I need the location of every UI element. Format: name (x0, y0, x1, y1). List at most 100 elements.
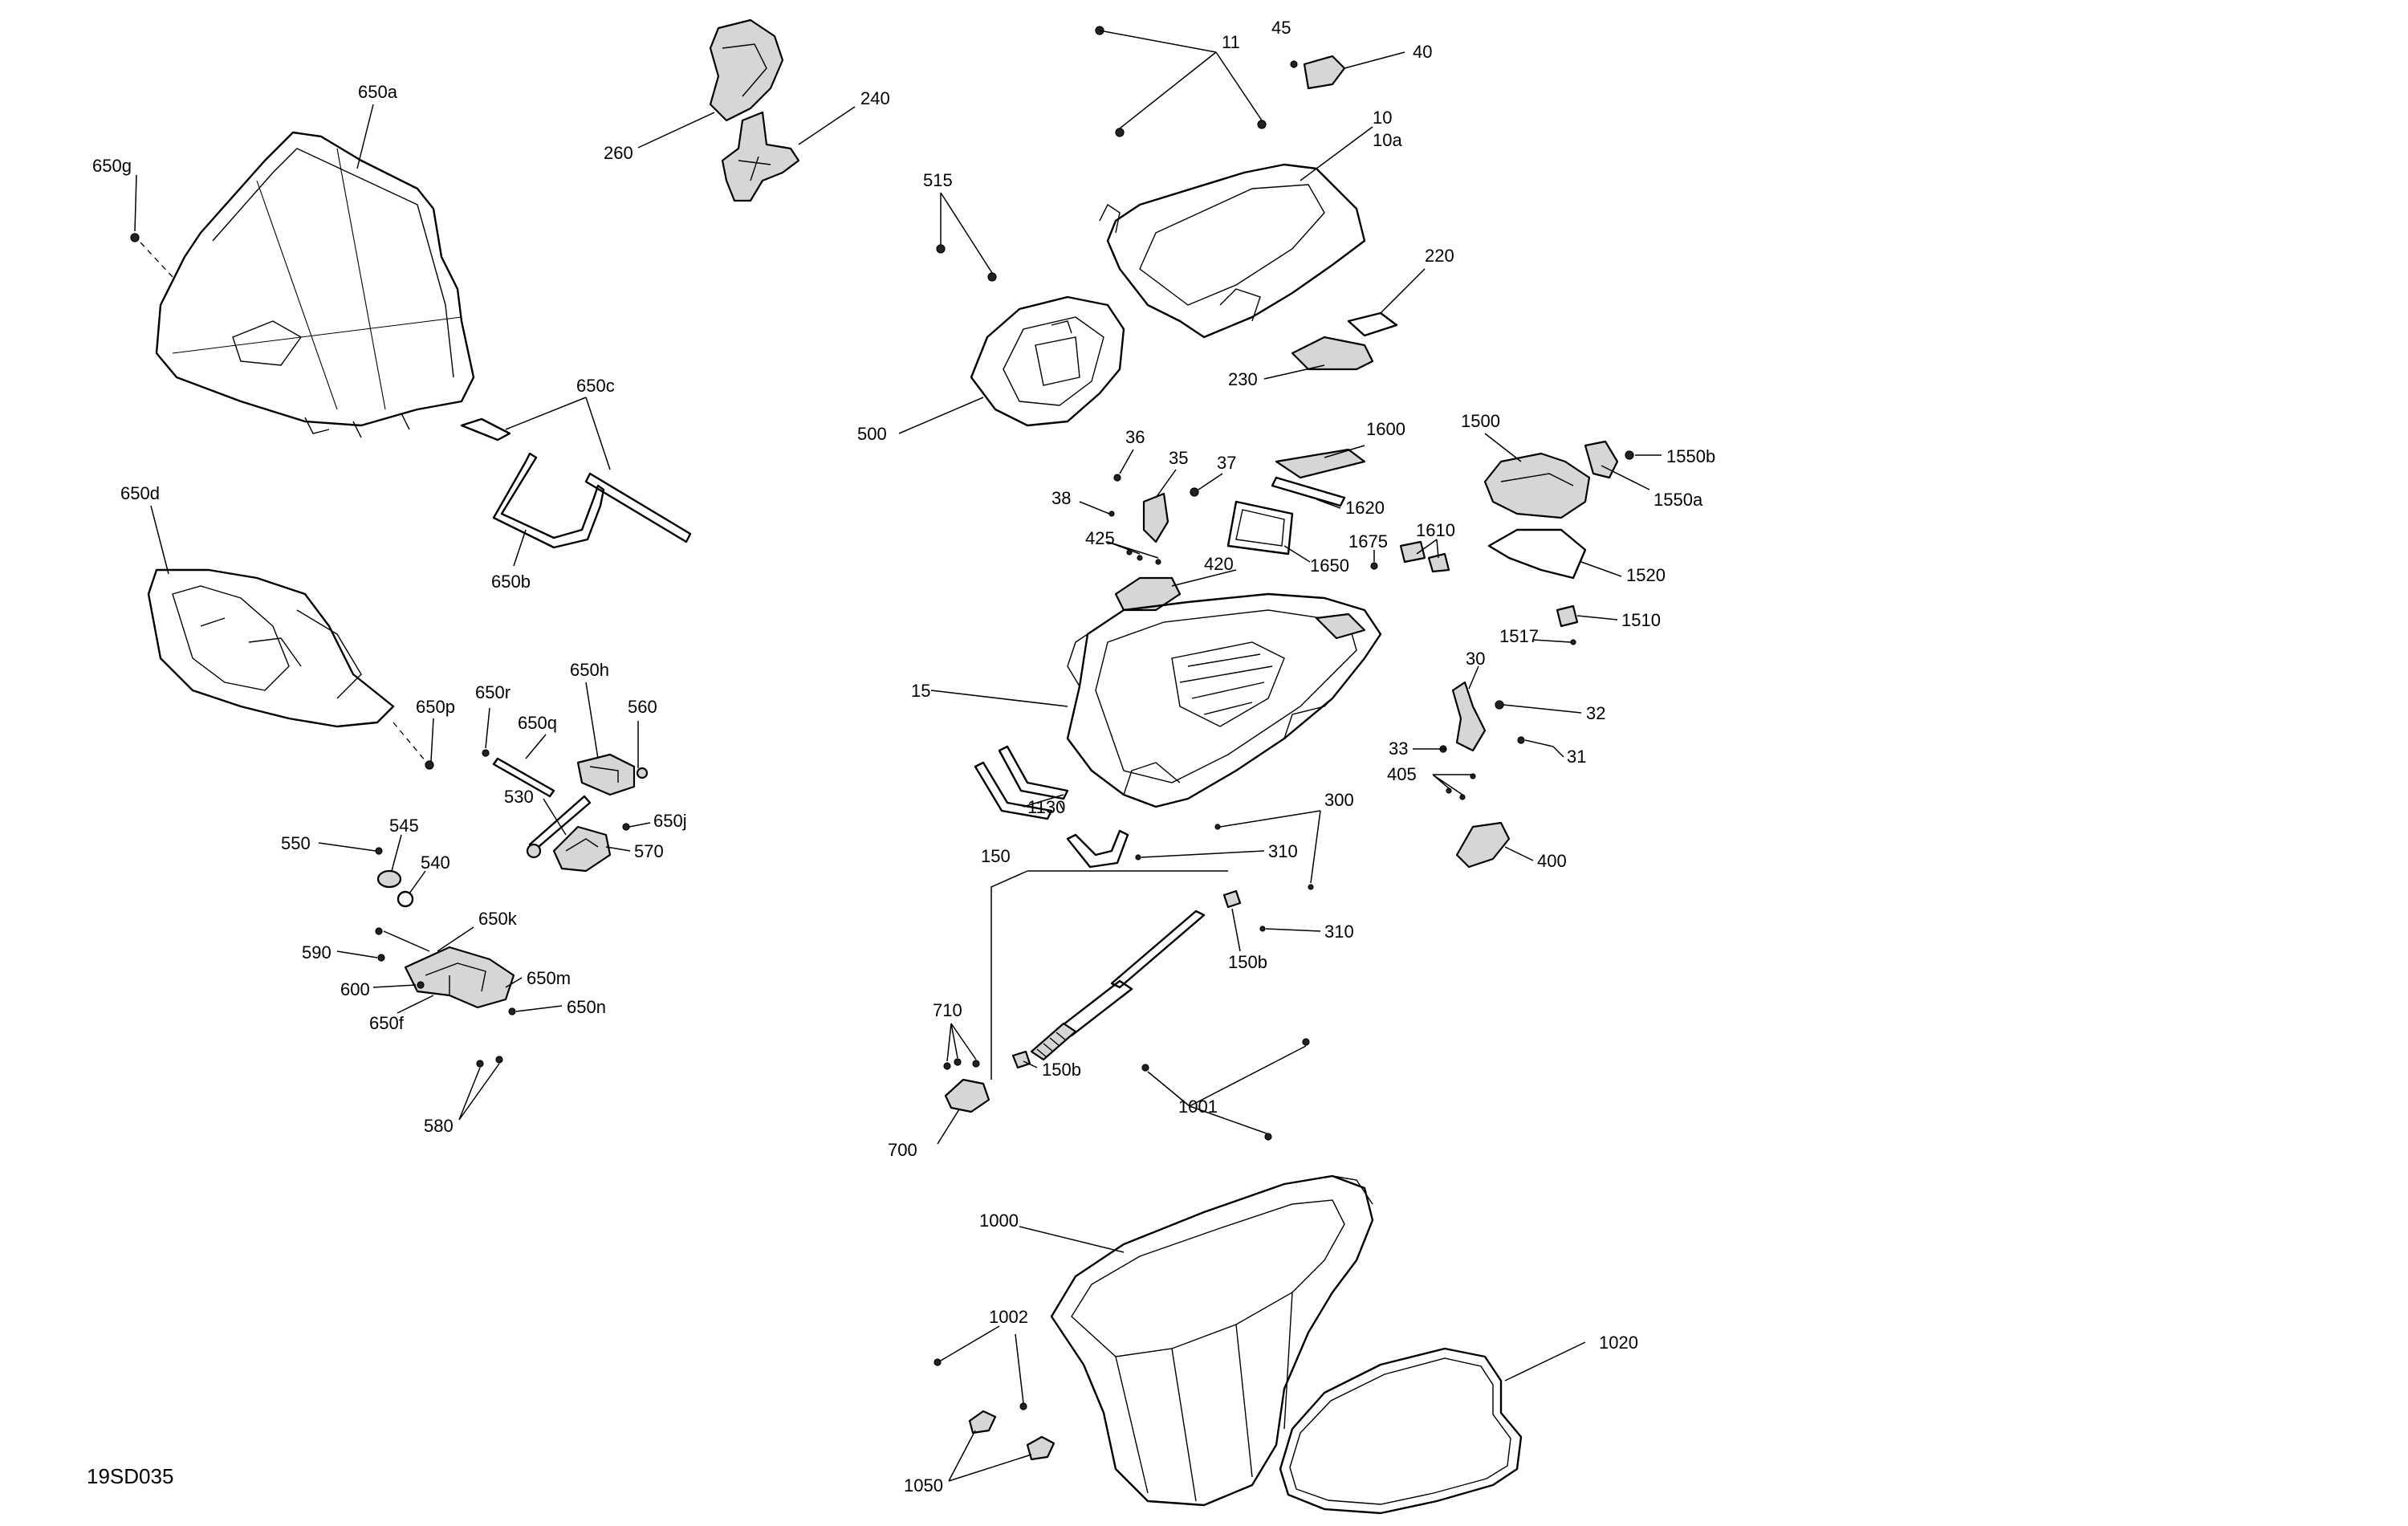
rod-650c (460, 417, 692, 543)
screw-580a (476, 1060, 484, 1068)
pad-1650 (1226, 500, 1294, 555)
label-1517: 1517 (1499, 626, 1539, 646)
screw-1002a (934, 1358, 942, 1366)
label-300: 300 (1324, 790, 1354, 810)
label-425: 425 (1085, 528, 1115, 548)
screw-650j (622, 823, 630, 831)
fitting-560 (636, 767, 649, 779)
screw-425a (1137, 555, 1143, 561)
screw-300b (1308, 884, 1314, 890)
screw-45 (1290, 60, 1298, 68)
label-530: 530 (504, 787, 534, 807)
strut-530 (526, 795, 592, 859)
label-45: 45 (1271, 18, 1291, 38)
callout-labels: 650a 650g 260 240 11 45 40 10 10a 515 22… (92, 18, 1715, 1495)
spring-37 (1190, 487, 1199, 497)
screw-1001c (1264, 1133, 1272, 1141)
label-1130: 1130 (1027, 797, 1065, 817)
latch-400 (1455, 821, 1511, 869)
bracket-260 (709, 18, 784, 122)
label-650m: 650m (527, 968, 571, 988)
screws-515 (936, 244, 997, 282)
label-1510: 1510 (1621, 610, 1661, 630)
screw-310a (1135, 854, 1141, 861)
label-1550a: 1550a (1653, 490, 1703, 510)
screw-710b (954, 1058, 962, 1066)
screw-1001b (1302, 1038, 1310, 1046)
label-1500: 1500 (1461, 411, 1500, 431)
pin-31 (1524, 739, 1554, 747)
screw-650g (130, 233, 173, 278)
screw-590b (377, 954, 385, 962)
clip-1510 (1556, 604, 1579, 628)
label-650c: 650c (576, 376, 615, 396)
label-400: 400 (1537, 851, 1567, 871)
dashed-path-650p (393, 722, 426, 762)
screw-710a (943, 1062, 951, 1070)
label-150: 150 (981, 846, 1011, 866)
label-515: 515 (923, 170, 953, 190)
leader-lines (134, 30, 1662, 1482)
label-1050: 1050 (904, 1475, 943, 1495)
cover-1500 (1483, 452, 1591, 519)
label-650g: 650g (92, 156, 132, 176)
label-650a: 650a (358, 82, 398, 102)
strut-150 (1011, 889, 1242, 1069)
label-1000: 1000 (979, 1211, 1019, 1231)
label-40: 40 (1413, 42, 1432, 62)
label-650b: 650b (491, 572, 531, 592)
label-1520: 1520 (1626, 565, 1666, 585)
rod-650q (492, 757, 555, 798)
label-10: 10 (1373, 108, 1392, 128)
label-310-lower: 310 (1324, 922, 1354, 942)
label-600: 600 (340, 979, 370, 999)
screws-11 (1095, 26, 1267, 137)
handle-1600 (1275, 448, 1366, 479)
screw-590a (375, 927, 383, 935)
label-150b-lower: 150b (1042, 1060, 1081, 1080)
bracket-570 (552, 825, 612, 873)
screw-405b (1459, 794, 1466, 800)
label-33: 33 (1389, 739, 1408, 759)
label-545: 545 (389, 816, 419, 836)
bracket-35 (1142, 492, 1169, 543)
screw-1002b (1019, 1402, 1027, 1410)
label-650q: 650q (518, 713, 557, 733)
label-1001: 1001 (1178, 1097, 1218, 1117)
cover-500 (970, 295, 1125, 427)
label-30: 30 (1466, 649, 1485, 669)
label-32: 32 (1586, 703, 1605, 723)
mount-650k (404, 946, 515, 1009)
screw-1517 (1570, 639, 1576, 645)
label-700: 700 (888, 1140, 917, 1160)
label-11: 11 (1222, 32, 1240, 52)
label-38: 38 (1051, 488, 1071, 508)
windshield-650a (155, 131, 475, 438)
clip-1610 (1399, 540, 1450, 573)
label-1020: 1020 (1599, 1333, 1638, 1353)
clips-1050 (968, 1410, 1056, 1461)
screw-300a (1214, 824, 1221, 830)
bracket-650h (576, 753, 636, 796)
label-550: 550 (281, 833, 311, 853)
label-36: 36 (1125, 427, 1145, 447)
screw-550 (375, 847, 383, 855)
gasket-1620 (1271, 476, 1346, 507)
label-310-upper: 310 (1268, 841, 1298, 861)
label-570: 570 (634, 841, 664, 861)
washer-545 (376, 869, 402, 889)
straps-1130 (974, 745, 1129, 869)
screw-1675 (1370, 562, 1378, 570)
seat-base-15 (1066, 592, 1382, 808)
diagram-code: 19SD035 (87, 1464, 173, 1488)
label-1620: 1620 (1345, 498, 1385, 518)
label-1610: 1610 (1416, 520, 1455, 540)
label-37: 37 (1217, 453, 1236, 473)
label-500: 500 (857, 424, 887, 444)
label-580: 580 (424, 1116, 454, 1136)
label-650f: 650f (369, 1013, 405, 1033)
lens-220 (1347, 311, 1398, 337)
screw-1550b (1625, 450, 1634, 460)
screw-650p (425, 760, 434, 770)
